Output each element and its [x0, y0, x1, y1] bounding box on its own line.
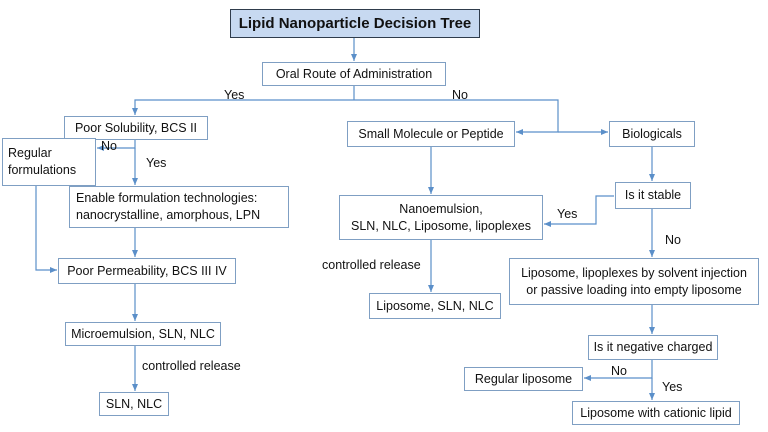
node-liposome-sln-nlc: Liposome, SLN, NLC	[369, 293, 501, 319]
node-sln-nlc-text: SLN, NLC	[105, 396, 163, 411]
node-cationic-lipid-text: Liposome with cationic lipid	[580, 405, 732, 420]
label-yes-stable: Yes	[557, 207, 578, 221]
node-microemulsion-text: Microemulsion, SLN, NLC	[71, 326, 215, 341]
node-small-molecule: Small Molecule or Peptide	[347, 121, 515, 147]
node-regular-formulations-line1: Regular	[8, 146, 52, 160]
label-no-oral: No	[452, 88, 468, 102]
label-yes-charged: Yes	[662, 380, 683, 394]
node-small-molecule-text: Small Molecule or Peptide	[358, 126, 504, 141]
node-regular-formulations-line2: formulations	[8, 163, 77, 177]
node-nanoemulsion: Nanoemulsion, SLN, NLC, Liposome, lipopl…	[339, 195, 543, 240]
label-yes-solubility: Yes	[146, 156, 167, 170]
node-poor-solubility-text: Poor Solubility, BCS II	[74, 120, 198, 135]
node-liposome-sln-nlc-text: Liposome, SLN, NLC	[376, 298, 494, 313]
node-negative-charged-text: Is it negative charged	[593, 340, 713, 354]
node-nanoemulsion-line2: SLN, NLC, Liposome, lipoplexes	[351, 218, 531, 233]
arrow-no-to-small-molecule	[354, 99, 559, 135]
node-poor-permeability: Poor Permeability, BCS III IV	[58, 258, 236, 284]
node-negative-charged: Is it negative charged	[588, 335, 718, 360]
node-biologicals: Biologicals	[609, 121, 695, 147]
node-is-stable-text: Is it stable	[624, 188, 682, 202]
arrow-yes-to-solubility	[132, 99, 354, 115]
node-biologicals-text: Biologicals	[622, 126, 682, 141]
label-no-stable: No	[665, 233, 681, 247]
node-liposome-solvent-line2: or passive loading into empty liposome	[526, 282, 742, 297]
node-poor-solubility: Poor Solubility, BCS II	[64, 116, 208, 140]
node-nanoemulsion-line1: Nanoemulsion,	[399, 201, 483, 216]
diagram-title: Lipid Nanoparticle Decision Tree	[230, 9, 480, 38]
label-no-solubility: No	[101, 139, 117, 153]
label-no-charged: No	[611, 364, 627, 378]
arrow-yes-to-nanoemulsion	[544, 195, 614, 227]
node-sln-nlc: SLN, NLC	[99, 392, 169, 416]
node-liposome-solvent-line1: Liposome, lipoplexes by solvent injectio…	[521, 265, 747, 280]
node-enable-tech-line1: Enable formulation technologies:	[76, 191, 258, 205]
node-cationic-lipid: Liposome with cationic lipid	[572, 401, 740, 425]
node-oral-route-text: Oral Route of Administration	[275, 66, 433, 81]
node-liposome-solvent: Liposome, lipoplexes by solvent injectio…	[509, 258, 759, 305]
node-oral-route: Oral Route of Administration	[262, 62, 446, 86]
node-regular-liposome: Regular liposome	[464, 367, 583, 391]
label-controlled-release-mid: controlled release	[322, 258, 421, 272]
arrow-regular-to-permeability	[35, 186, 57, 273]
node-regular-liposome-text: Regular liposome	[474, 371, 573, 386]
label-yes-oral: Yes	[224, 88, 245, 102]
node-microemulsion: Microemulsion, SLN, NLC	[65, 322, 221, 346]
diagram-title-text: Lipid Nanoparticle Decision Tree	[238, 15, 472, 32]
label-controlled-release-left: controlled release	[142, 359, 241, 373]
node-is-stable: Is it stable	[615, 182, 691, 209]
node-poor-permeability-text: Poor Permeability, BCS III IV	[67, 263, 227, 278]
node-regular-formulations: Regular formulations	[2, 138, 96, 186]
node-enable-tech: Enable formulation technologies: nanocry…	[69, 186, 289, 228]
node-enable-tech-line2: nanocrystalline, amorphous, LPN	[76, 208, 261, 222]
